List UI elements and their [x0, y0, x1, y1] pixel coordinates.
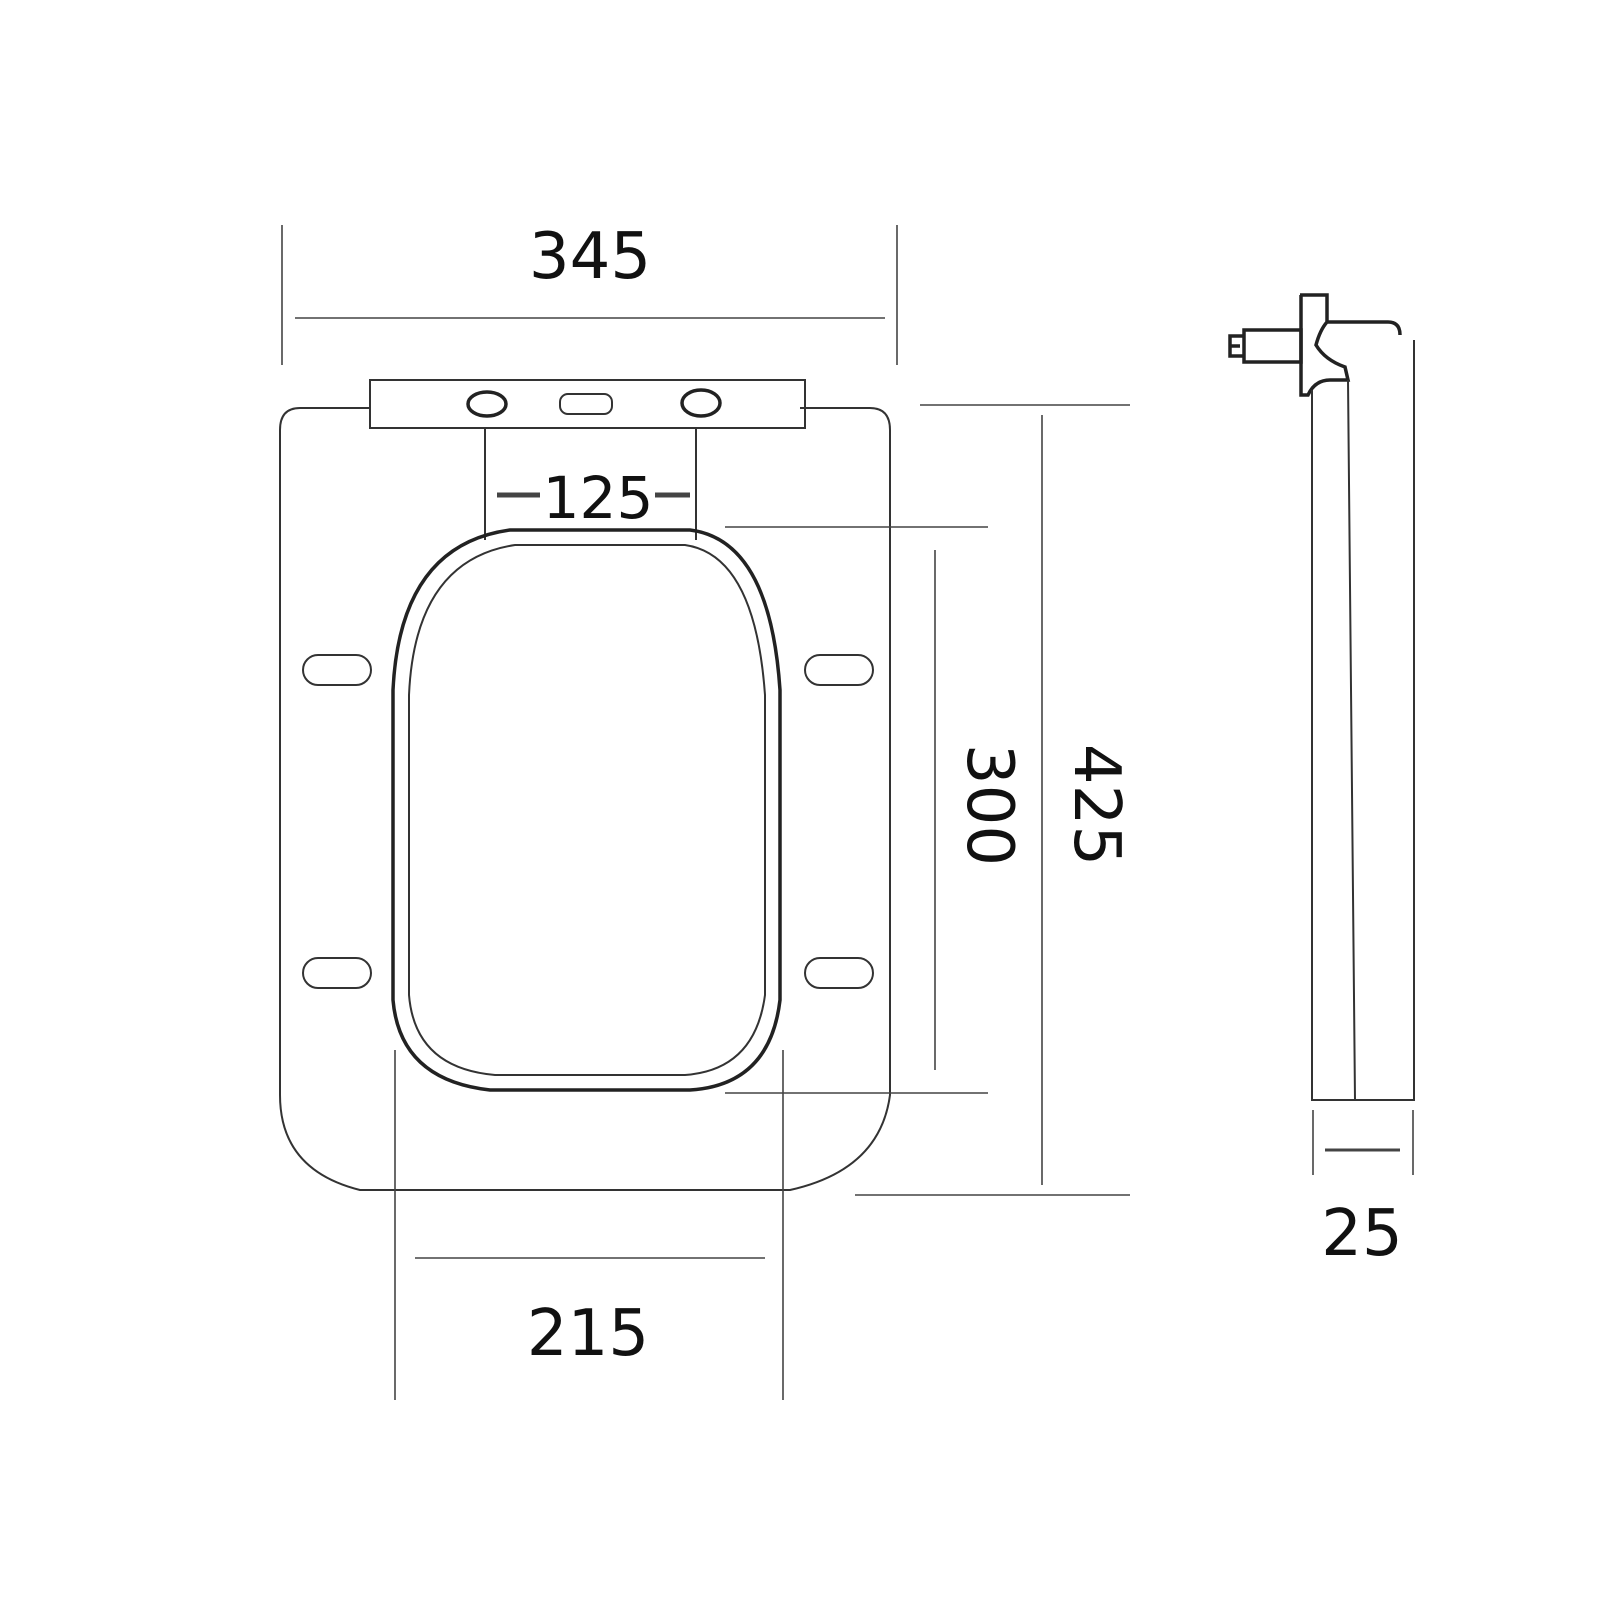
hinge-bar: [369, 379, 806, 429]
hinge-hole-right: [680, 388, 722, 418]
dim-width-label: 345: [529, 220, 651, 294]
dim-hinge-spacing-label: 125: [543, 464, 654, 532]
side-seat-profile: [1311, 339, 1416, 1101]
side-hinge: [1299, 293, 1402, 397]
dimension-lines: [281, 225, 1414, 1400]
side-view: [1228, 293, 1416, 1101]
side-hinge-pin: [1242, 328, 1303, 364]
mount-slot: [302, 957, 372, 989]
side-hinge-clip: [1228, 334, 1244, 358]
hinge-slot-center: [559, 393, 613, 415]
front-view: [279, 379, 891, 1191]
hinge-hole-left: [466, 390, 508, 418]
dim-overall-length-label: 425: [1059, 744, 1133, 866]
mount-slot: [804, 654, 874, 686]
dim-thickness-label: 25: [1321, 1197, 1402, 1271]
mount-slot: [804, 957, 874, 989]
dim-opening-length-label: 300: [952, 744, 1026, 866]
dim-opening-width-label: 215: [527, 1297, 649, 1371]
mount-slot: [302, 654, 372, 686]
seat-opening-inner: [408, 544, 766, 1076]
seat-outline: [279, 407, 891, 1191]
seat-opening-outer: [391, 528, 782, 1092]
